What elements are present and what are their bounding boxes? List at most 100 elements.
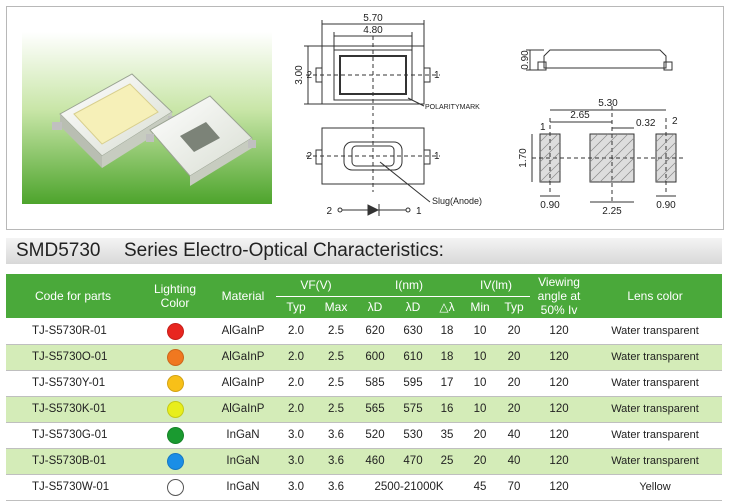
cell-iv-typ: 40 bbox=[498, 422, 531, 449]
cell-iv-typ: 20 bbox=[498, 396, 531, 423]
mechanical-drawings: 5.70 4.80 3.00 2 1 POLARITYMARK 2 1 Slug… bbox=[294, 13, 686, 217]
cell-iv-min: 10 bbox=[462, 344, 499, 371]
cell-color-temperature: 2500-21000K bbox=[356, 474, 463, 501]
cell-iv-min: 10 bbox=[462, 370, 499, 397]
header-lens-color: Lens color bbox=[588, 274, 723, 319]
model-name: SMD5730 bbox=[16, 240, 101, 261]
cell-delta-lambda: 18 bbox=[432, 344, 463, 371]
cell-lens-color: Water transparent bbox=[588, 344, 723, 371]
dim-3-00: 3.00 bbox=[294, 65, 305, 85]
cell-lambda-d-2: 610 bbox=[394, 344, 432, 371]
cell-delta-lambda: 17 bbox=[432, 370, 463, 397]
cell-lambda-d-1: 620 bbox=[356, 318, 394, 345]
pin-2-label-bottom: 2 bbox=[306, 151, 312, 162]
cell-code: TJ-S5730K-01 bbox=[6, 396, 140, 423]
cell-vf-max: 3.6 bbox=[316, 448, 356, 475]
cell-code: TJ-S5730G-01 bbox=[6, 422, 140, 449]
pin-2-label: 2 bbox=[306, 70, 312, 81]
cell-code: TJ-S5730O-01 bbox=[6, 344, 140, 371]
cell-vf-max: 2.5 bbox=[316, 396, 356, 423]
cell-iv-typ: 40 bbox=[498, 448, 531, 475]
cell-iv-min: 20 bbox=[462, 422, 499, 449]
cell-lighting-color bbox=[140, 318, 210, 345]
cell-material: InGaN bbox=[210, 448, 276, 475]
cell-vf-max: 3.6 bbox=[316, 474, 356, 501]
cell-iv-typ: 20 bbox=[498, 344, 531, 371]
cell-vf-max: 2.5 bbox=[316, 318, 356, 345]
cell-vf-typ: 2.0 bbox=[276, 344, 316, 371]
cell-lens-color: Water transparent bbox=[588, 396, 723, 423]
diode-pin-1: 1 bbox=[416, 206, 422, 217]
cell-lambda-d-2: 595 bbox=[394, 370, 432, 397]
cell-iv-min: 10 bbox=[462, 396, 499, 423]
cell-delta-lambda: 25 bbox=[432, 448, 463, 475]
cell-material: AlGaInP bbox=[210, 370, 276, 397]
polarity-mark-label: POLARITYMARK bbox=[425, 104, 480, 111]
cell-lambda-d-2: 470 bbox=[394, 448, 432, 475]
dim-0-90-side: 0.90 bbox=[520, 50, 531, 70]
dim-2-25: 2.25 bbox=[602, 206, 622, 217]
header-lambda-d-2: λD bbox=[394, 296, 432, 319]
header-delta-lambda: △λ bbox=[432, 296, 463, 319]
section-title: Series Electro-Optical Characteristics: bbox=[124, 240, 444, 261]
header-code: Code for parts bbox=[6, 274, 140, 319]
cell-viewing-angle: 120 bbox=[530, 422, 589, 449]
cell-delta-lambda: 16 bbox=[432, 396, 463, 423]
color-dot-icon bbox=[166, 374, 184, 392]
header-vf-typ: Typ bbox=[276, 296, 316, 319]
cell-lens-color: Water transparent bbox=[588, 448, 723, 475]
cell-lighting-color bbox=[140, 370, 210, 397]
cell-lambda-d-2: 530 bbox=[394, 422, 432, 449]
cell-viewing-angle: 120 bbox=[530, 474, 589, 501]
cell-vf-max: 3.6 bbox=[316, 422, 356, 449]
color-dot-icon bbox=[166, 400, 184, 418]
dim-0-90-pad-left: 0.90 bbox=[540, 200, 560, 211]
cell-material: AlGaInP bbox=[210, 344, 276, 371]
cell-viewing-angle: 120 bbox=[530, 448, 589, 475]
cell-material: InGaN bbox=[210, 422, 276, 449]
footprint-pin-1: 1 bbox=[540, 122, 546, 133]
dim-0-90-pad-right: 0.90 bbox=[656, 200, 676, 211]
cell-vf-typ: 2.0 bbox=[276, 370, 316, 397]
dim-0-32: 0.32 bbox=[636, 118, 656, 129]
cell-lighting-color bbox=[140, 396, 210, 423]
color-dot-icon bbox=[166, 348, 184, 366]
color-dot-icon bbox=[166, 322, 184, 340]
cell-iv-typ: 70 bbox=[498, 474, 531, 501]
cell-code: TJ-S5730R-01 bbox=[6, 318, 140, 345]
cell-viewing-angle: 120 bbox=[530, 344, 589, 371]
cell-code: TJ-S5730W-01 bbox=[6, 474, 140, 501]
header-material: Material bbox=[210, 274, 276, 319]
cell-lens-color: Water transparent bbox=[588, 422, 723, 449]
cell-lens-color: Water transparent bbox=[588, 370, 723, 397]
cell-material: AlGaInP bbox=[210, 396, 276, 423]
cell-lambda-d-1: 520 bbox=[356, 422, 394, 449]
cell-delta-lambda: 18 bbox=[432, 318, 463, 345]
cell-vf-typ: 3.0 bbox=[276, 474, 316, 501]
cell-lambda-d-1: 460 bbox=[356, 448, 394, 475]
cell-vf-typ: 3.0 bbox=[276, 448, 316, 475]
cell-code: TJ-S5730Y-01 bbox=[6, 370, 140, 397]
cell-lighting-color bbox=[140, 344, 210, 371]
cell-iv-min: 10 bbox=[462, 318, 499, 345]
pin-1-label: 1 bbox=[434, 70, 440, 81]
dim-1-70: 1.70 bbox=[518, 148, 529, 168]
dim-2-65: 2.65 bbox=[570, 110, 590, 121]
cell-lambda-d-2: 630 bbox=[394, 318, 432, 345]
cell-vf-max: 2.5 bbox=[316, 344, 356, 371]
slug-anode-label: Slug(Anode) bbox=[432, 196, 482, 206]
cell-lambda-d-1: 565 bbox=[356, 396, 394, 423]
header-vf: VF(V) bbox=[276, 274, 356, 297]
cell-vf-typ: 3.0 bbox=[276, 422, 316, 449]
cell-code: TJ-S5730B-01 bbox=[6, 448, 140, 475]
cell-material: AlGaInP bbox=[210, 318, 276, 345]
header-i-nm: I(nm) bbox=[356, 274, 463, 297]
cell-lighting-color bbox=[140, 422, 210, 449]
